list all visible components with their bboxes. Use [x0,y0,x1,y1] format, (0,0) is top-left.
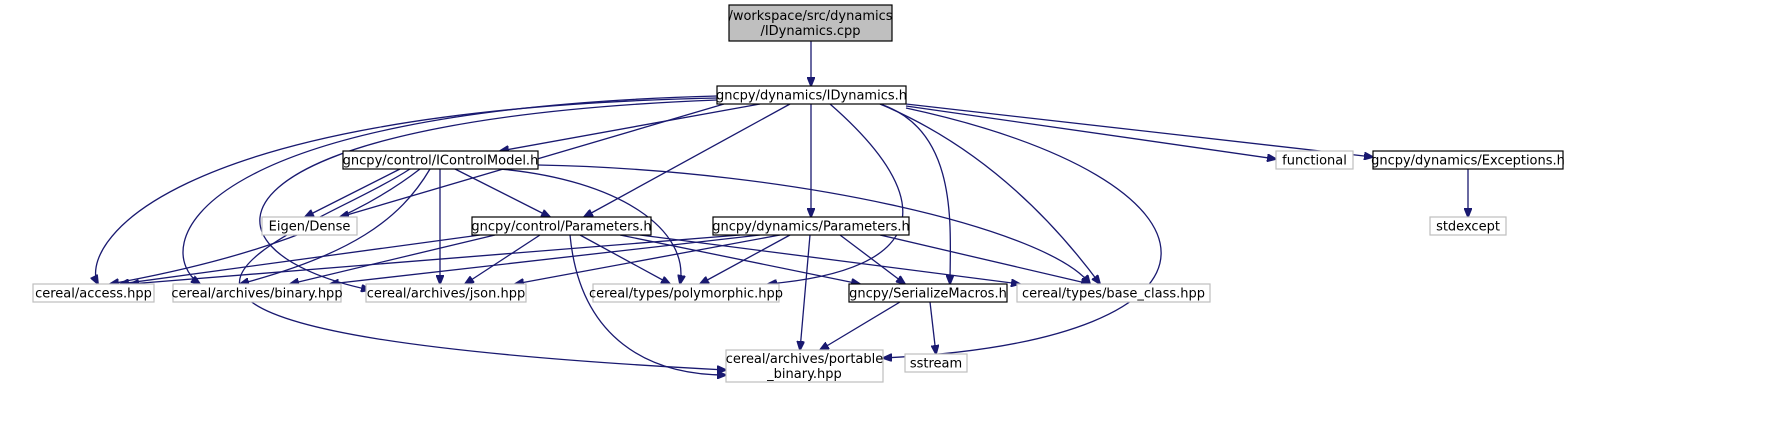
edge-dynamics-parameters-h-to-polymorphic-hpp [700,234,791,284]
node-label: cereal/archives/binary.hpp [171,287,342,302]
edge-control-parameters-h-to-polymorphic-hpp [579,234,670,284]
node-json-hpp: cereal/archives/json.hpp [365,283,527,303]
node-portable-binary-hpp: cereal/archives/portable_binary.hpp [725,349,884,383]
edge-idynamics-h-to-serializemacros-h [879,103,950,284]
edge-control-parameters-h-to-portable-binary-hpp [569,234,726,375]
node-access-hpp: cereal/access.hpp [32,283,155,303]
node-functional: functional [1275,150,1354,170]
node-dynamics-parameters-h[interactable]: gncpy/dynamics/Parameters.h [712,216,910,236]
edge-icontrolmodel-h-to-control-parameters-h [454,168,550,217]
node-eigen-dense: Eigen/Dense [261,216,358,236]
edge-idynamics-h-to-json-hpp [259,99,718,290]
node-sstream: sstream [904,353,968,373]
node-polymorphic-hpp: cereal/types/polymorphic.hpp [589,283,783,303]
edge-dynamics-parameters-h-to-portable-binary-hpp [800,234,811,350]
edge-control-parameters-h-to-serializemacros-h [619,234,860,284]
edge-dynamics-parameters-h-to-binary-hpp [330,234,761,284]
node-label: functional [1282,154,1347,169]
edge-control-parameters-h-to-base-class-hpp [639,234,1020,284]
edge-icontrolmodel-h-to-eigen-dense [305,168,401,217]
edge-icontrolmodel-h-to-portable-binary-hpp [238,168,726,370]
edge-serializemacros-h-to-portable-binary-hpp [820,301,901,350]
edge-dynamics-parameters-h-to-serializemacros-h [839,234,905,284]
nodes-layer: /workspace/src/dynamics/IDynamics.cpp gnc… [32,4,1565,383]
node-label: /workspace/src/dynamics [728,9,892,24]
edge-control-parameters-h-to-binary-hpp [290,234,496,284]
node-label: gncpy/SerializeMacros.h [849,287,1007,302]
edge-dynamics-parameters-h-to-base-class-hpp [879,234,1090,284]
edge-idynamics-h-to-exceptions-h [905,103,1373,157]
edge-idynamics-h-to-base-class-hpp [879,103,1100,284]
edge-icontrolmodel-h-to-polymorphic-hpp [499,168,681,284]
node-idynamics-cpp: /workspace/src/dynamics/IDynamics.cpp [728,4,893,42]
edge-idynamics-h-to-portable-binary-hpp [883,107,1162,358]
edge-control-parameters-h-to-json-hpp [465,234,541,284]
node-base-class-hpp: cereal/types/base_class.hpp [1016,283,1211,303]
edge-control-parameters-h-to-access-hpp [120,234,481,284]
node-idynamics-h[interactable]: gncpy/dynamics/IDynamics.h [716,85,907,105]
node-label: stdexcept [1436,220,1500,235]
node-label: cereal/access.hpp [35,287,152,302]
node-label: cereal/archives/json.hpp [367,287,525,302]
node-label: cereal/types/base_class.hpp [1022,287,1205,302]
edge-idynamics-h-to-functional [905,105,1276,159]
node-label: _binary.hpp [766,367,842,382]
node-label: /IDynamics.cpp [760,24,860,39]
node-label: gncpy/control/IControlModel.h [343,154,539,169]
node-label: cereal/archives/portable [726,352,884,367]
edge-icontrolmodel-h-to-binary-hpp [240,168,431,284]
node-label: sstream [910,357,962,372]
edge-dynamics-parameters-h-to-access-hpp [130,234,741,284]
node-label: gncpy/dynamics/Parameters.h [712,220,909,235]
edge-dynamics-parameters-h-to-json-hpp [515,234,781,284]
edge-serializemacros-h-to-sstream [929,301,936,354]
edge-idynamics-h-to-icontrolmodel-h [500,103,761,151]
node-label: gncpy/dynamics/Exceptions.h [1371,154,1565,169]
node-label: Eigen/Dense [269,220,351,235]
edge-idynamics-h-to-control-parameters-h [584,103,791,217]
node-label: gncpy/dynamics/IDynamics.h [716,89,907,104]
node-serializemacros-h[interactable]: gncpy/SerializeMacros.h [848,283,1008,303]
edge-idynamics-h-to-binary-hpp [182,95,718,284]
node-label: cereal/types/polymorphic.hpp [589,287,783,302]
node-label: gncpy/control/Parameters.h [471,220,651,235]
node-stdexcept: stdexcept [1429,216,1507,236]
edge-icontrolmodel-h-to-base-class-hpp [537,164,1090,284]
node-exceptions-h[interactable]: gncpy/dynamics/Exceptions.h [1371,150,1565,170]
node-control-parameters-h[interactable]: gncpy/control/Parameters.h [471,216,652,236]
node-icontrolmodel-h[interactable]: gncpy/control/IControlModel.h [342,150,539,170]
node-binary-hpp: cereal/archives/binary.hpp [171,283,343,303]
